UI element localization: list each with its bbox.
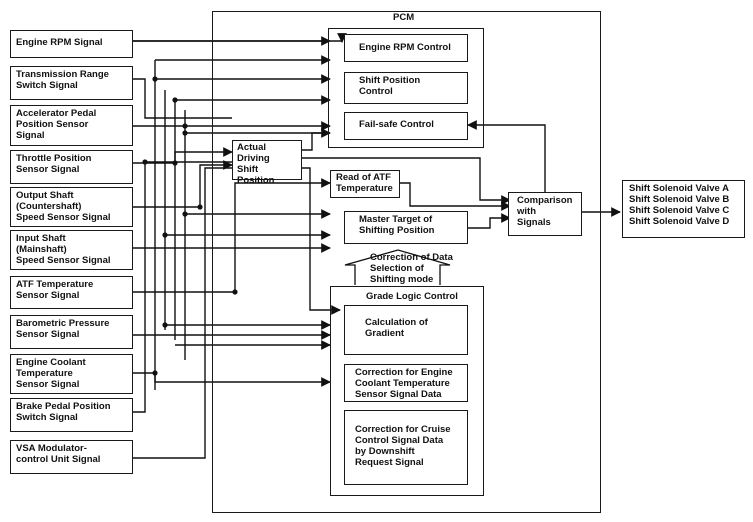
line-vsa — [133, 167, 232, 459]
grade-logic-frame — [330, 286, 484, 496]
comparison-with-signals-block: Comparison with Signals — [508, 192, 582, 236]
read-atf-temperature-block: Read of ATF Temperature — [330, 170, 400, 198]
line-transmission-range — [133, 78, 232, 119]
line-output-shaft — [133, 160, 233, 208]
pcm-title: PCM — [393, 12, 415, 23]
input-transmission-range: Transmission Range Switch Signal — [10, 66, 133, 100]
input-input-shaft: Input Shaft (Mainshaft) Speed Sensor Sig… — [10, 230, 133, 270]
line-engine-coolant — [133, 372, 331, 387]
input-engine-rpm: Engine RPM Signal — [10, 30, 133, 58]
line-actual-to-comparison — [302, 157, 511, 205]
line-atf — [133, 178, 331, 293]
shift-position-control-block: Shift Position Control — [344, 72, 468, 104]
correction-cruise-block: Correction for Cruise Control Signal Dat… — [344, 410, 468, 485]
line-comparison-to-failsafe — [467, 120, 546, 192]
input-engine-coolant: Engine Coolant Temperature Sensor Signal — [10, 354, 133, 394]
line-actual-to-grade — [302, 167, 341, 315]
line-brake-pedal — [133, 161, 232, 413]
pcm-inner-frame — [328, 28, 484, 148]
input-atf-temperature: ATF Temperature Sensor Signal — [10, 276, 133, 309]
signal-lines — [133, 33, 621, 459]
input-barometric-pressure: Barometric Pressure Sensor Signal — [10, 315, 133, 349]
fail-safe-control-block: Fail-safe Control — [344, 112, 468, 140]
calculation-gradient-block: Calculation of Gradient — [344, 305, 468, 355]
line-actual-to-failsafe — [302, 128, 331, 151]
master-target-shifting-position-block: Master Target of Shifting Position — [344, 211, 468, 244]
actual-driving-shift-position-block: Actual Driving Shift Position — [232, 140, 302, 186]
input-accelerator-pedal: Accelerator Pedal Position Sensor Signal — [10, 105, 133, 146]
engine-rpm-control-block: Engine RPM Control — [344, 34, 468, 62]
grade-logic-title: Grade Logic Control — [366, 291, 458, 302]
input-vsa-modulator: VSA Modulator- control Unit Signal — [10, 440, 133, 474]
line-atf-to-comparison — [400, 182, 511, 211]
input-output-shaft: Output Shaft (Countershaft) Speed Sensor… — [10, 187, 133, 227]
junction-dots — [142, 76, 238, 376]
correction-coolant-block: Correction for Engine Coolant Temperatur… — [344, 364, 468, 402]
shift-solenoid-valves-block: Shift Solenoid Valve A Shift Solenoid Va… — [622, 180, 745, 238]
pcm-frame — [212, 11, 601, 513]
line-master-to-comparison — [468, 213, 511, 229]
correction-up-arrow — [344, 249, 451, 285]
correction-data-selection-label: Correction of Data Selection of Shifting… — [370, 252, 453, 285]
line-throttle — [133, 147, 233, 164]
input-throttle-position: Throttle Position Sensor Signal — [10, 150, 133, 184]
input-brake-pedal: Brake Pedal Position Switch Signal — [10, 398, 133, 432]
